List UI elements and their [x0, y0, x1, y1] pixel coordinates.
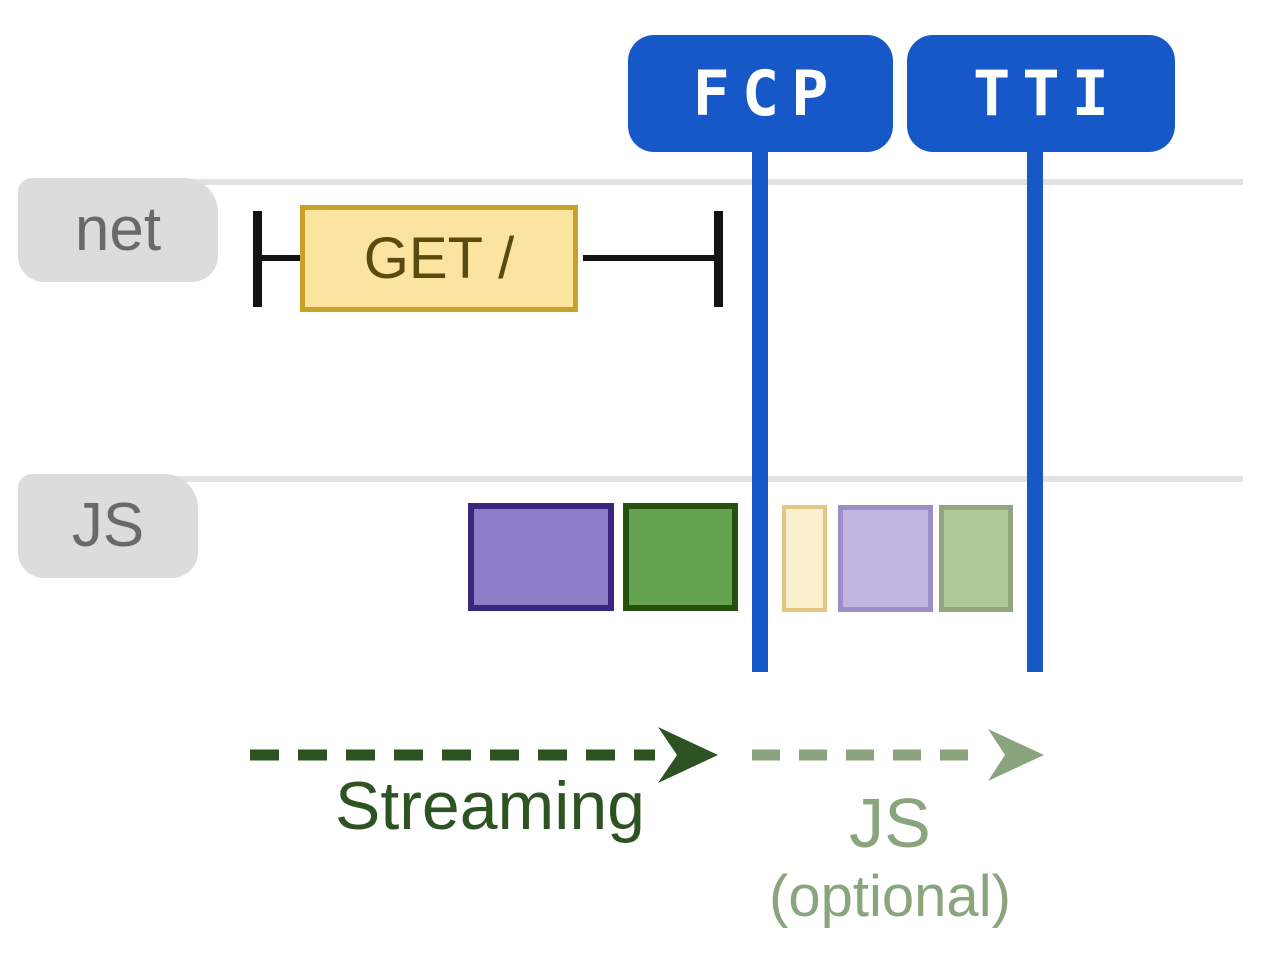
- tti-badge: TTI: [907, 35, 1175, 152]
- js-task-yellow-faded: [782, 505, 827, 612]
- js-task-purple: [468, 503, 614, 611]
- streaming-arrowhead-icon: [658, 727, 718, 783]
- fcp-badge-label: FCP: [692, 57, 841, 130]
- tti-badge-label: TTI: [973, 57, 1121, 130]
- fcp-marker-line: [752, 148, 768, 672]
- request-end-connector: [583, 255, 714, 261]
- request-end-tick: [714, 211, 723, 307]
- js-optional-arrowhead-icon: [988, 729, 1044, 781]
- fcp-badge: FCP: [628, 35, 893, 152]
- lane-label-net: net: [18, 178, 218, 282]
- request-start-connector: [262, 255, 300, 261]
- js-lane-label-text: JS: [71, 491, 145, 560]
- request-start-tick: [253, 211, 262, 307]
- get-request-box: GET /: [300, 205, 578, 312]
- streaming-caption: Streaming: [335, 768, 645, 844]
- streaming-arrow: [250, 727, 718, 783]
- js-optional-arrow: [752, 729, 1044, 781]
- net-lane-line: [30, 179, 1243, 185]
- js-lane-line: [30, 476, 1243, 482]
- js-task-purple-faded: [838, 505, 933, 612]
- js-optional-subcaption: (optional): [769, 864, 1011, 929]
- tti-marker-line: [1027, 148, 1043, 672]
- js-optional-caption: JS: [849, 784, 931, 862]
- js-task-green: [623, 503, 738, 611]
- js-task-green-faded: [939, 505, 1013, 612]
- net-lane-label-text: net: [74, 195, 162, 264]
- get-request-label: GET /: [363, 225, 515, 291]
- lane-label-js: JS: [18, 474, 198, 578]
